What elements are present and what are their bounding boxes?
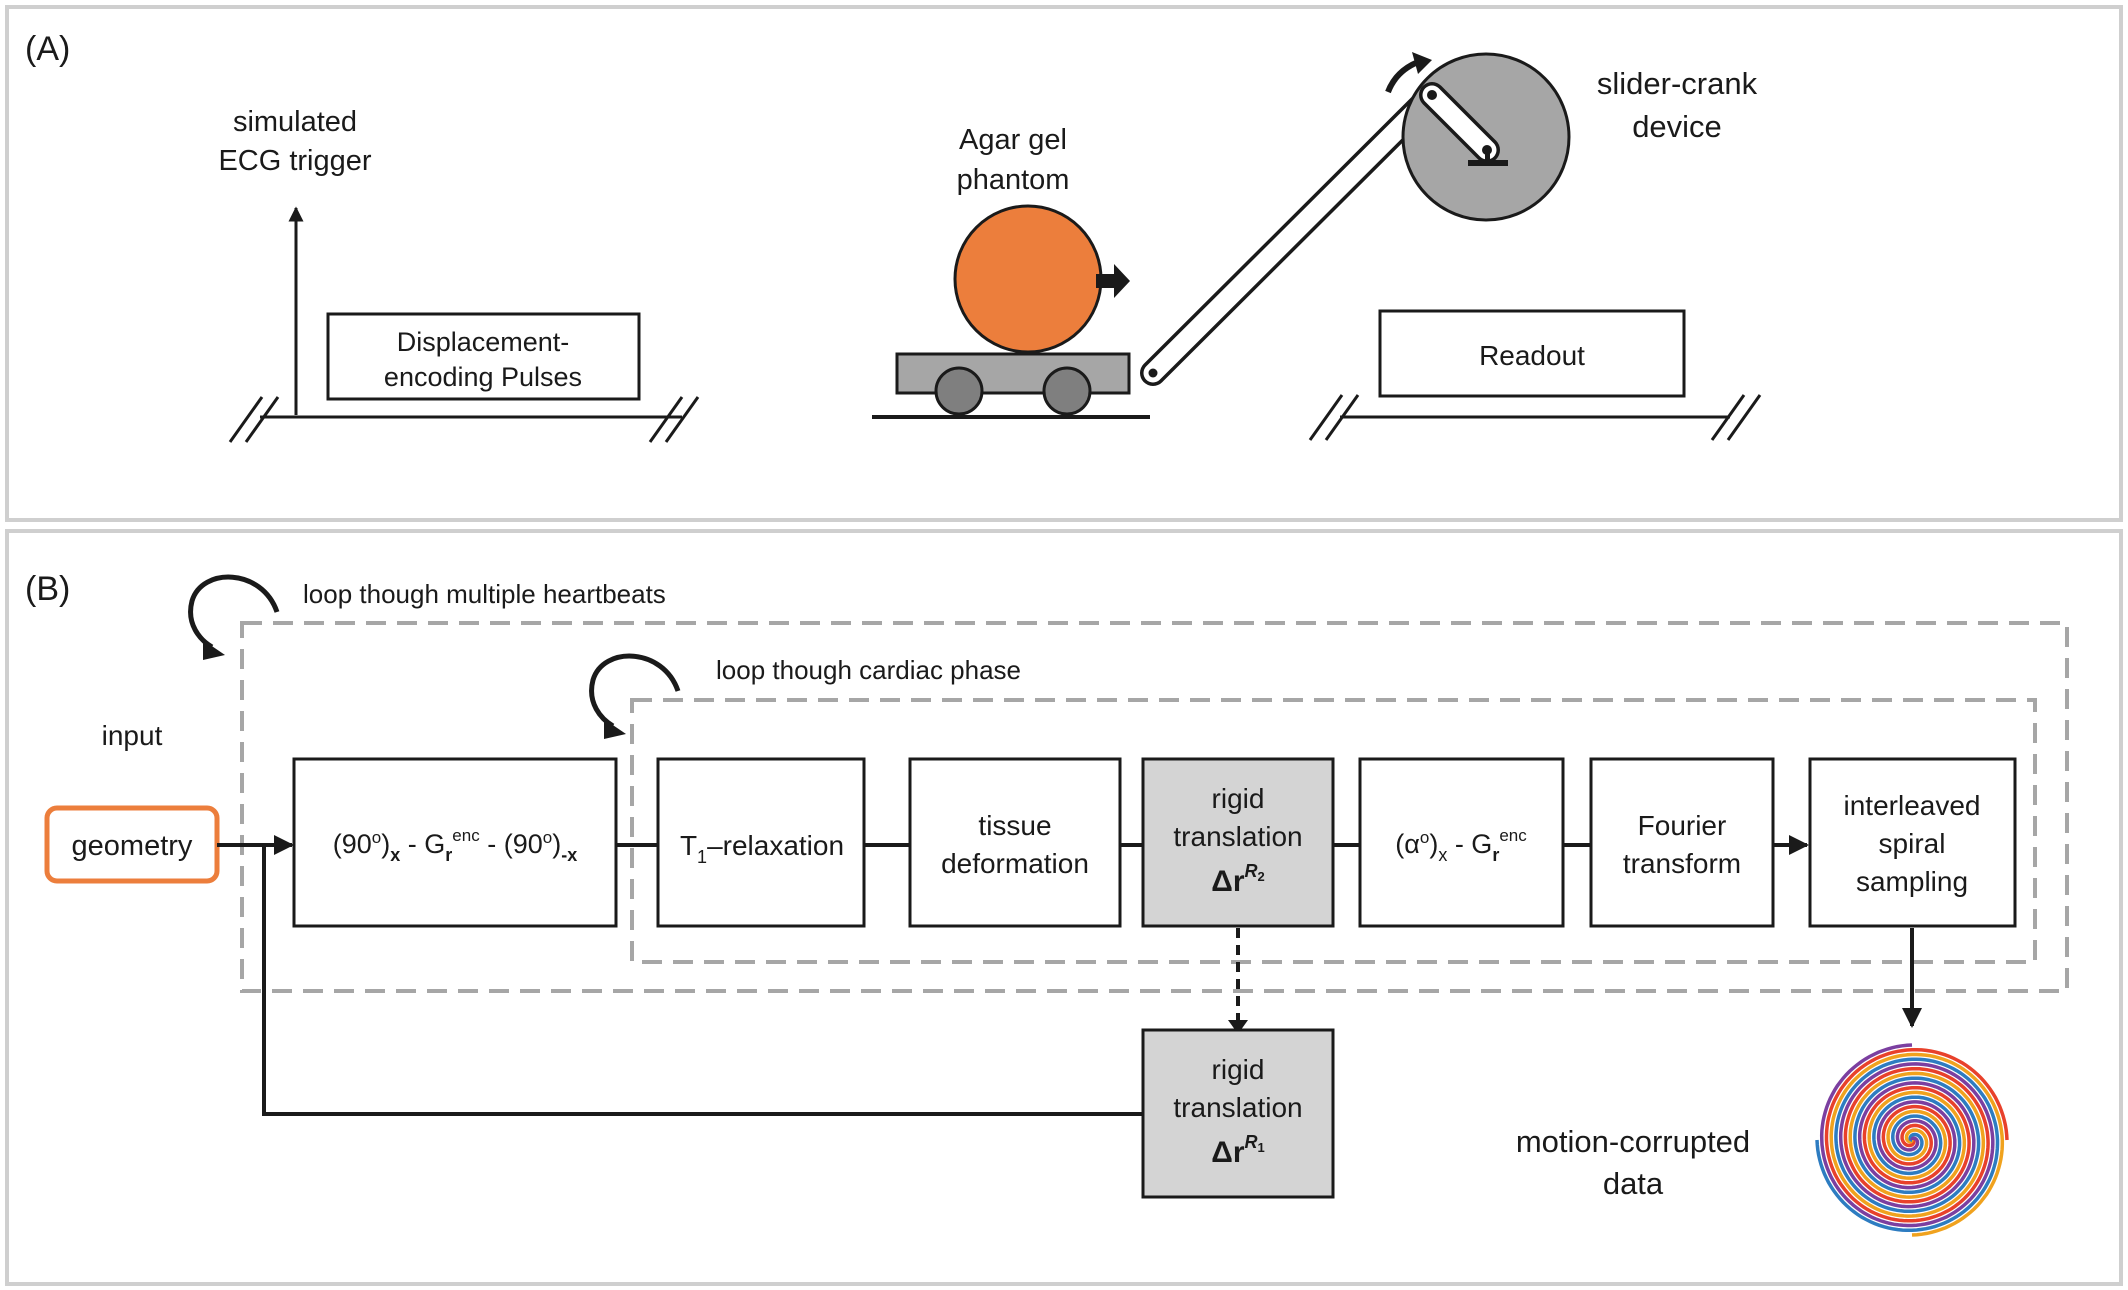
crank-arm [1422,85,1497,160]
phantom-label-line1: Agar gel [959,124,1067,156]
spiral-label-line1: interleaved [1844,790,1981,821]
interleaved-spiral-icon [1815,1043,2009,1237]
cart [895,352,1131,395]
rigid-translation-r2-box [1141,757,1335,928]
t1-relaxation-box [656,757,866,928]
spiral-interleave [1829,1052,2005,1237]
loop-arrowhead-icon [203,640,225,660]
pivot-joint [1427,90,1437,100]
readout-timeline: Readout [1308,309,1762,441]
spiral-label-line2: spiral [1879,828,1946,859]
phantom-label-line2: phantom [957,164,1070,196]
spiral-interleave [1819,1043,1995,1228]
ecg-label-line1: simulated [233,106,357,138]
break-mark [1710,394,1746,441]
rigid-r1-symbol: ΔrR1 [1211,1132,1264,1169]
ecg-timeline: simulated ECG trigger Displacement- enco… [218,106,700,443]
break-mark [1324,394,1360,441]
dashed-arrowhead-icon [1228,1020,1248,1034]
readout-box [1378,309,1686,398]
rigid-r2-symbol: ΔrR2 [1211,861,1264,898]
cart-wheel [934,366,984,416]
tissue-label-line1: tissue [978,810,1051,841]
motion-label-line1: motion-corrupted [1516,1124,1750,1159]
outer-loop-region [240,621,2069,993]
spiral-sampling-box [1808,757,2017,928]
ecg-label-line2: ECG trigger [218,145,371,177]
fourier-transform-box [1589,757,1775,928]
readout-label: Readout [1479,340,1585,371]
pulse-box [292,757,618,928]
alpha-pulse-box [1358,757,1565,928]
inner-loop-label: loop though cardiac phase [716,655,1021,685]
panel-b-label: (B) [25,570,70,608]
alpha-pulse-label: (αo)x - Grenc [1395,826,1527,865]
displacement-encoding-box [326,312,641,401]
pulse-label: (90o)x - Grenc - (90o)-x [333,826,577,865]
connecting-rod [1143,85,1442,383]
break-mark [1726,394,1762,441]
fourier-label-line1: Fourier [1638,810,1727,841]
cart-wheel [1042,366,1092,416]
crank-base [1468,160,1508,166]
panel-b: (B) loop though multiple heartbeats loop… [5,529,2123,1286]
break-mark [664,396,700,443]
crank-label-line2: device [1632,109,1722,144]
crank-label-line1: slider-crank [1597,66,1758,101]
inner-loop-region [630,698,2037,964]
loop-arrowhead-icon [604,719,626,739]
panel-a: (A) simulated ECG trigger Displacement- … [5,5,2123,522]
spiral-label-line3: sampling [1856,866,1968,897]
rigid-translation-r1-box [1141,1028,1335,1199]
rigid-r2-line2: translation [1173,821,1302,852]
rigid-r1-line1: rigid [1212,1054,1265,1085]
geometry-label: geometry [72,830,193,862]
break-mark [648,396,684,443]
phantom-setup: Agar gel phantom [872,82,1445,419]
spiral-interleave [1824,1047,2009,1223]
t1-relaxation-label: T1–relaxation [680,830,844,867]
displacement-label-line1: Displacement- [397,327,570,357]
tissue-label-line2: deformation [941,848,1089,879]
rigid-r1-line2: translation [1173,1092,1302,1123]
break-mark [1308,394,1344,441]
rigid-r2-line1: rigid [1212,783,1265,814]
tissue-deformation-box [908,757,1122,928]
panel-a-label: (A) [25,30,70,68]
panel-b-frame [5,529,2123,1286]
break-mark [244,396,280,443]
fourier-label-line2: transform [1623,848,1741,879]
rotation-arrow-icon [1385,59,1420,94]
outer-loop-label: loop though multiple heartbeats [303,579,666,609]
pivot-joint [1148,368,1158,378]
feedback-line-r1 [262,845,1143,1116]
spiral-interleave [1815,1057,2000,1233]
loop-arrow-icon [188,574,280,650]
break-mark [228,396,264,443]
motion-label-line2: data [1603,1166,1664,1201]
panel-a-frame [5,5,2123,522]
loop-arrow-icon [589,653,681,729]
motion-arrow-icon [1096,264,1130,298]
crank-post [1485,150,1490,162]
displacement-label-line2: encoding Pulses [384,362,582,392]
input-label: input [102,720,163,751]
agar-gel-phantom [953,204,1103,354]
rotation-arrowhead-icon [1412,52,1432,74]
slider-crank-device: slider-crank device [1385,52,1758,222]
